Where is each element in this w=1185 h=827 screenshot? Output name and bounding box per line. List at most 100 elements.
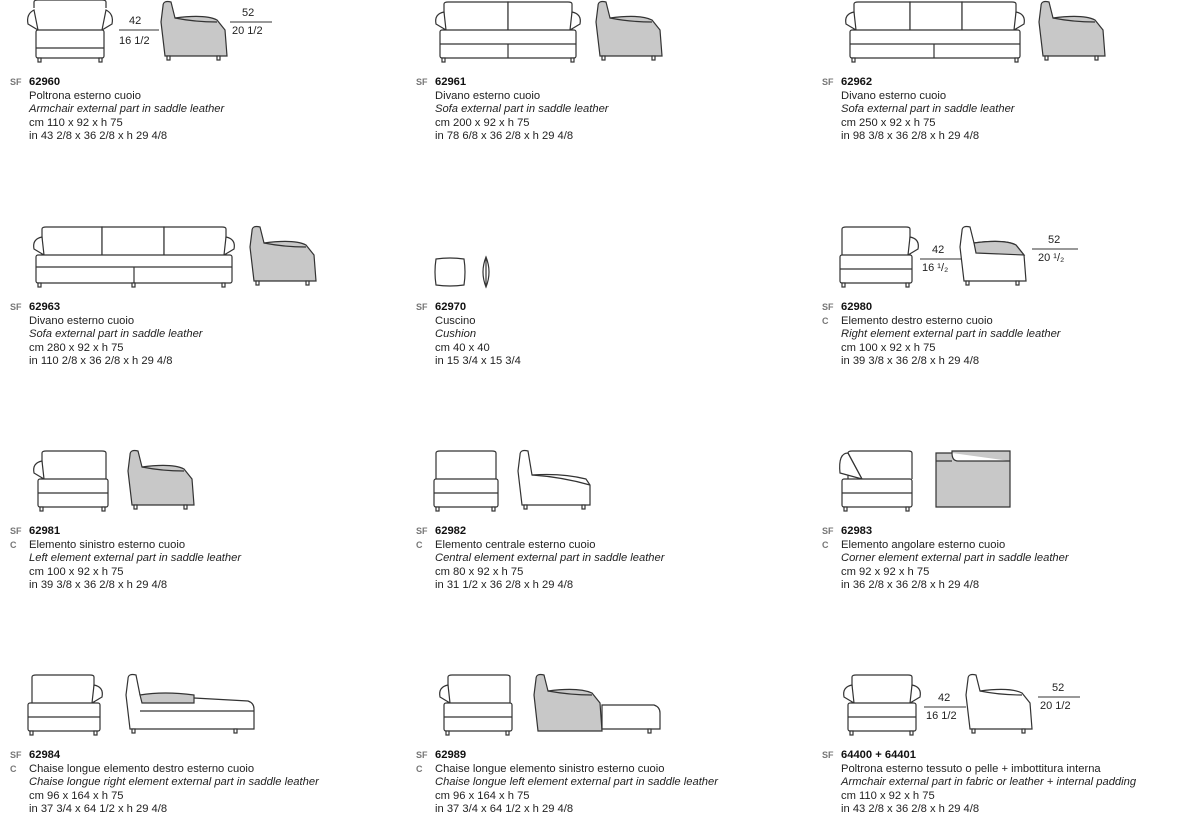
chaise-left-front-drawing (439, 674, 513, 736)
cushion-drawing (434, 255, 490, 289)
chaise-left-side-drawing (533, 673, 661, 734)
dim-b-bottom: 20 1/2 (232, 25, 263, 37)
italian-name: Chaise longue elemento sinistro esterno … (435, 762, 665, 775)
prefix: SF (10, 526, 22, 536)
armchair-fabric-front-drawing (843, 674, 921, 736)
prefix: SF (416, 77, 428, 87)
dimensions-in: in 43 2/8 x 36 2/8 x h 29 4/8 (29, 130, 168, 143)
english-name: Corner element external part in saddle l… (841, 552, 1069, 565)
corner-element-side-drawing (935, 450, 1011, 508)
product-code: 62982 (435, 525, 467, 537)
english-name: Armchair external part in fabric or leat… (841, 776, 1137, 789)
dim-a-top: 42 (938, 692, 950, 704)
dim-b-top: 52 (242, 7, 254, 19)
right-element-front-drawing (839, 226, 919, 288)
dimensions-cm: cm 96 x 164 x h 75 (435, 789, 530, 802)
central-element-front-drawing (433, 450, 499, 512)
dimensions-cm: cm 100 x 92 x h 75 (29, 565, 124, 578)
dim-b-bottom: 20 ¹/₂ (1038, 252, 1064, 264)
english-name: Sofa external part in saddle leather (435, 103, 609, 116)
italian-name: Poltrona esterno cuoio (29, 89, 141, 102)
product-code: 62989 (435, 749, 467, 761)
dimension-b: 52 20 ¹/₂ (1032, 234, 1078, 264)
english-name: Sofa external part in saddle leather (841, 103, 1015, 116)
dimension-a: 42 16 1/2 (119, 15, 159, 47)
sofa-front-drawing (845, 1, 1025, 63)
italian-name: Poltrona esterno tessuto o pelle + imbot… (841, 762, 1101, 775)
english-name: Sofa external part in saddle leather (29, 328, 203, 341)
dim-a-bottom: 16 ¹/₂ (922, 262, 948, 274)
armchair-side-drawing (160, 0, 228, 61)
prefix-2: C (822, 315, 829, 326)
dimensions-cm: cm 280 x 92 x h 75 (29, 341, 124, 354)
dimensions-in: in 37 3/4 x 64 1/2 x h 29 4/8 (435, 803, 574, 816)
sofa-front-drawing (435, 1, 581, 63)
dimensions-in: in 39 3/8 x 36 2/8 x h 29 4/8 (29, 579, 168, 592)
italian-name: Elemento angolare esterno cuoio (841, 538, 1006, 551)
product-code: 62983 (841, 525, 873, 537)
italian-name: Chaise longue elemento destro esterno cu… (29, 762, 255, 775)
central-element-side-drawing (517, 449, 591, 510)
prefix: SF (10, 77, 22, 87)
product-code: 62960 (29, 76, 61, 88)
dimensions-cm: cm 200 x 92 x h 75 (435, 116, 530, 129)
dimensions-cm: cm 110 x 92 x h 75 (29, 116, 123, 129)
italian-name: Cuscino (435, 314, 476, 327)
right-element-side-drawing (959, 225, 1027, 286)
left-element-side-drawing (127, 449, 195, 510)
prefix-2: C (416, 763, 423, 774)
product-code: 62980 (841, 301, 873, 313)
english-name: Chaise longue right element external par… (29, 776, 319, 789)
armchair-fabric-side-drawing (965, 673, 1033, 734)
dimensions-in: in 36 2/8 x 36 2/8 x h 29 4/8 (841, 579, 980, 592)
sofa-side-drawing (249, 225, 317, 286)
chaise-right-front-drawing (27, 674, 103, 736)
corner-element-front-drawing (839, 450, 913, 512)
dimensions-cm: cm 80 x 92 x h 75 (435, 565, 524, 578)
prefix-2: C (416, 539, 423, 550)
prefix-2: C (822, 539, 829, 550)
dim-b-bottom: 20 1/2 (1040, 700, 1071, 712)
dimensions-in: in 37 3/4 x 64 1/2 x h 29 4/8 (29, 803, 168, 816)
prefix: SF (10, 302, 22, 312)
dim-a-top: 42 (129, 15, 141, 27)
prefix: SF (822, 77, 834, 87)
english-name: Armchair external part in saddle leather (29, 103, 225, 116)
dimensions-in: in 15 3/4 x 15 3/4 (435, 355, 521, 368)
sofa-front-drawing (33, 226, 235, 288)
prefix-2: C (10, 763, 17, 774)
product-code: 62961 (435, 76, 467, 88)
english-name: Chaise longue left element external part… (435, 776, 718, 789)
prefix: SF (822, 750, 834, 760)
dim-a-bottom: 16 1/2 (119, 35, 150, 47)
dimensions-in: in 110 2/8 x 36 2/8 x h 29 4/8 (29, 355, 173, 368)
product-code: 62962 (841, 76, 873, 88)
sofa-side-drawing (595, 0, 663, 61)
dimensions-in: in 39 3/8 x 36 2/8 x h 29 4/8 (841, 355, 980, 368)
english-name: Left element external part in saddle lea… (29, 552, 242, 565)
dimension-b: 52 20 1/2 (1038, 682, 1080, 712)
dimensions-cm: cm 250 x 92 x h 75 (841, 116, 936, 129)
dimensions-cm: cm 110 x 92 x h 75 (841, 789, 935, 802)
dimension-a: 42 16 1/2 (924, 692, 966, 722)
product-code: 62963 (29, 301, 61, 313)
sofa-side-drawing (1038, 0, 1106, 61)
english-name: Central element external part in saddle … (435, 552, 665, 565)
italian-name: Divano esterno cuoio (841, 89, 947, 102)
dimensions-in: in 43 2/8 x 36 2/8 x h 29 4/8 (841, 803, 980, 816)
chaise-right-side-drawing (125, 673, 255, 734)
product-code: 62970 (435, 301, 467, 313)
italian-name: Elemento centrale esterno cuoio (435, 538, 596, 551)
product-code: 64400 + 64401 (841, 749, 916, 761)
prefix: SF (416, 526, 428, 536)
dimensions-cm: cm 100 x 92 x h 75 (841, 341, 936, 354)
english-name: Cushion (435, 328, 477, 341)
dimensions-cm: cm 92 x 92 x h 75 (841, 565, 930, 578)
dimension-a: 42 16 ¹/₂ (920, 244, 962, 274)
armchair-front-drawing (27, 0, 113, 63)
italian-name: Elemento sinistro esterno cuoio (29, 538, 186, 551)
english-name: Right element external part in saddle le… (841, 328, 1061, 341)
prefix-2: C (10, 539, 17, 550)
dim-b-top: 52 (1052, 682, 1064, 694)
product-code: 62981 (29, 525, 61, 537)
